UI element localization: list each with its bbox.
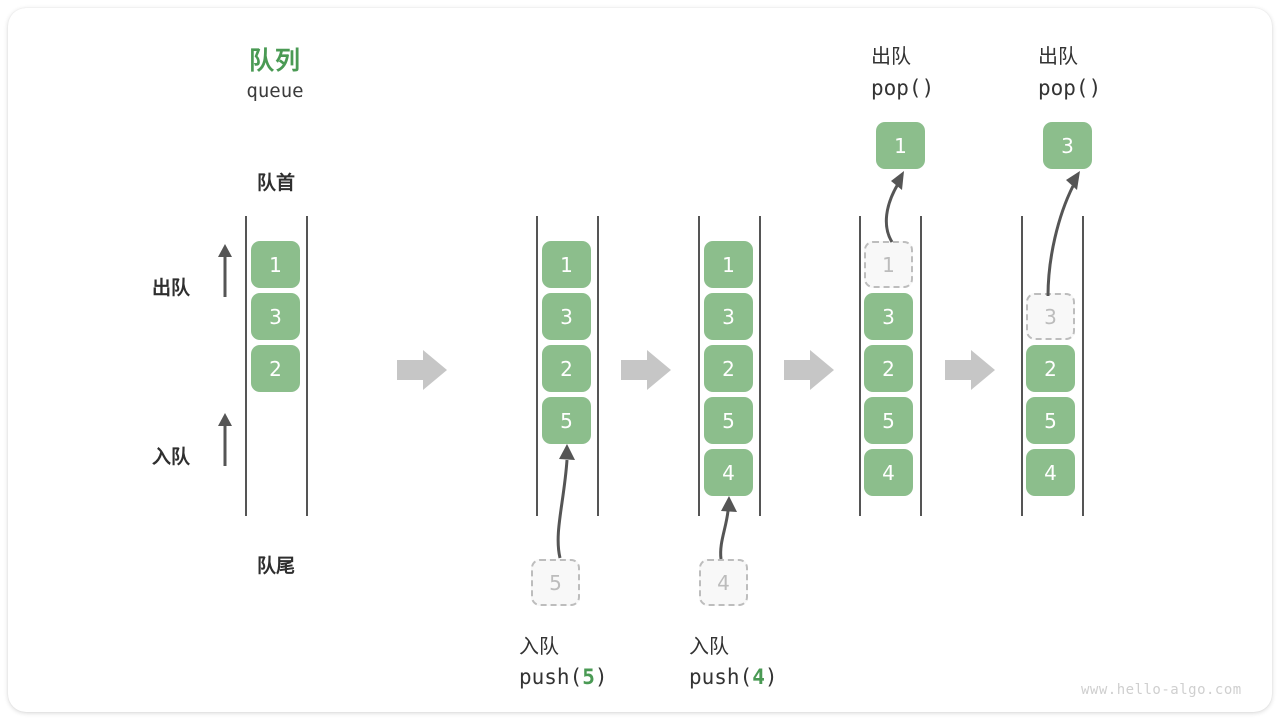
step-arrow-3: [784, 350, 834, 390]
dequeue-label: 出队: [152, 278, 191, 299]
op-label-code: pop(): [1038, 76, 1102, 100]
queue-cell-popped: 3: [1026, 293, 1075, 340]
diagram-title-cn: 队列: [248, 47, 301, 75]
queue-rail-left: [245, 216, 247, 516]
queue-rail-left: [698, 216, 700, 516]
queue-cell: 2: [1026, 345, 1075, 392]
enqueue-label: 入队: [152, 447, 191, 468]
queue-cell: 2: [864, 345, 913, 392]
diagram-card: 队列 queue 队首 队尾 出队 入队 1 3 2: [8, 8, 1272, 712]
pop-arrow-icon: [884, 171, 904, 243]
queue-rail-right: [1082, 216, 1084, 516]
queue-rail-left: [859, 216, 861, 516]
queue-cell: 1: [704, 241, 753, 288]
push-arrow-icon: [719, 496, 737, 560]
incoming-ghost-cell: 5: [531, 559, 580, 606]
step-arrow-1: [397, 350, 447, 390]
queue-cell-new: 4: [704, 449, 753, 496]
queue-front-label: 队首: [256, 173, 295, 194]
op-label-cn: 出队: [871, 46, 911, 68]
op-label-cn: 出队: [1038, 46, 1078, 68]
queue-cell: 3: [251, 293, 300, 340]
queue-cell: 4: [864, 449, 913, 496]
queue-cell: 5: [1026, 397, 1075, 444]
step-arrow-4: [945, 350, 995, 390]
dequeue-arrow-icon: [218, 244, 232, 297]
queue-rail-right: [759, 216, 761, 516]
queue-cell: 2: [704, 345, 753, 392]
op-code-value: 5: [582, 665, 595, 689]
queue-rail-left: [1021, 216, 1023, 516]
queue-cell: 2: [542, 345, 591, 392]
incoming-ghost-cell: 4: [699, 559, 748, 606]
queue-cell: 5: [704, 397, 753, 444]
queue-rail-right: [306, 216, 308, 516]
diagram-canvas: 队列 queue 队首 队尾 出队 入队 1 3 2: [8, 8, 1272, 712]
popped-cell: 3: [1043, 122, 1092, 169]
queue-cell: 5: [864, 397, 913, 444]
queue-cell: 1: [542, 241, 591, 288]
pop-arrow-icon: [1046, 171, 1080, 297]
op-label-cn: 入队: [689, 636, 729, 658]
queue-cell: 3: [704, 293, 753, 340]
push-arrow-icon: [556, 444, 575, 559]
op-label-code: pop(): [871, 76, 935, 100]
queue-cell: 3: [542, 293, 591, 340]
queue-cell-popped: 1: [864, 241, 913, 288]
op-label-code: push(4): [689, 665, 778, 689]
diagram-title-en: queue: [246, 80, 304, 102]
op-code-suffix: ): [594, 665, 608, 689]
queue-rail-right: [920, 216, 922, 516]
queue-back-label: 队尾: [256, 556, 295, 577]
op-code-prefix: push(: [519, 665, 583, 689]
queue-cell: 1: [251, 241, 300, 288]
op-label-code: push(5): [519, 665, 608, 689]
queue-cell: 3: [864, 293, 913, 340]
op-code-suffix: ): [764, 665, 778, 689]
queue-rail-left: [536, 216, 538, 516]
queue-rail-right: [597, 216, 599, 516]
op-label-cn: 入队: [519, 636, 559, 658]
enqueue-arrow-icon: [218, 413, 232, 466]
op-code-prefix: push(: [689, 665, 753, 689]
queue-cell: 2: [251, 345, 300, 392]
queue-cell-new: 5: [542, 397, 591, 444]
popped-cell: 1: [876, 122, 925, 169]
op-code-value: 4: [752, 665, 765, 689]
queue-cell: 4: [1026, 449, 1075, 496]
step-arrow-2: [621, 350, 671, 390]
watermark: www.hello-algo.com: [1081, 682, 1242, 698]
